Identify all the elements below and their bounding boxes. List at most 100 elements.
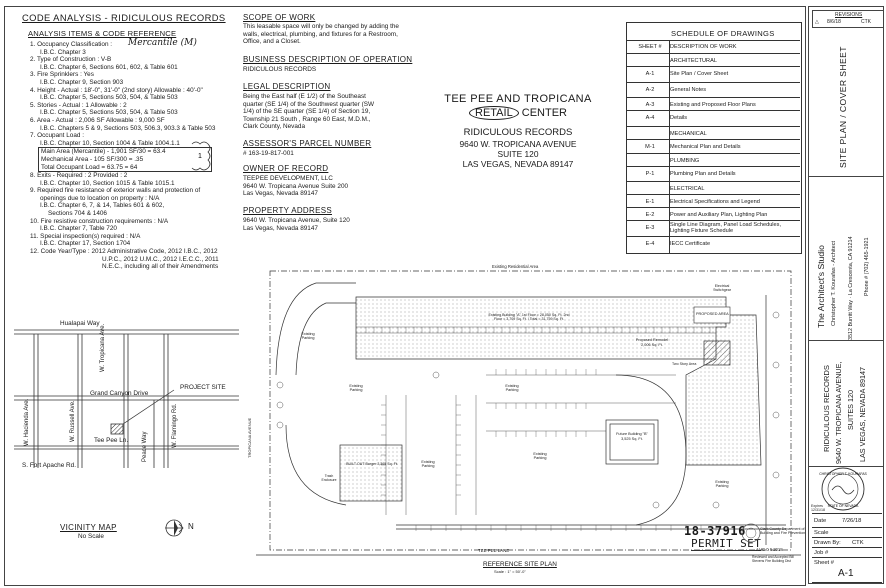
firm-name: The Architect's Studio [816,245,826,328]
date-stamp: AUG 0 6 2018 [756,547,783,552]
schedule-row-num: A-3 [645,102,655,108]
tb-date-value: 7/26/18 [842,518,862,524]
code-line: I.B.C. Chapter 5, Sections 503, 504, & T… [40,109,178,117]
label-building-b: Future Building "B" 3,525 Sq. Ft. [616,432,648,441]
schedule-col-desc: DESCRIPTION OF WORK [670,44,737,50]
schedule-row-num: E-4 [645,241,655,247]
scope-line: Office, and a Closet. [243,38,301,46]
svg-text:STATE OF NEVADA: STATE OF NEVADA [828,504,859,508]
street-flamingo: W. Flamingo Rd. [172,403,178,448]
schedule-row: E-1 Electrical Specifications and Legend [626,194,800,208]
code-line: 4. Height - Actual : 18'-0", 31'-0" (2nd… [30,86,203,94]
owner-line: 9640 W. Tropicana Avenue Suite 200 [243,182,349,190]
project-name-vertical: RIDICULOUS RECORDS [822,365,831,452]
schedule-row-num: P-1 [645,171,655,177]
project-title-line2: RETAIL CENTER [420,106,616,120]
legal-description-block: LEGAL DESCRIPTION Being the East half (E… [243,82,374,131]
street-hualapai: Hualapai Way [60,320,100,327]
north-arrow-icon [165,519,184,537]
code-line: 5. Stories - Actual : 1 Allowable : 2 [30,101,127,109]
schedule-row-desc: PLUMBING [670,158,700,164]
schedule-row-num: E-3 [645,225,655,231]
code-line: 9. Required fire resistance of exterior … [30,187,201,195]
label-parking-2: Existing Parking [505,384,519,393]
project-address2-vertical: SUITES 120 [846,390,855,430]
rev-triangle-icon: △ [815,19,819,25]
parcel-heading: ASSESSOR'S PARCEL NUMBER [243,139,372,148]
code-analysis-title: CODE ANALYSIS - RIDICULOUS RECORDS [22,12,226,23]
code-line: U.P.C., 2012 U.M.C., 2012 I.E.C.C., 2011 [102,255,219,263]
sheet-title-vertical: SITE PLAN / COVER SHEET [838,46,848,168]
tb-drawn-label: Drawn By: [814,540,841,546]
business-description-block: BUSINESS DESCRIPTION OF OPERATION RIDICU… [243,55,412,74]
project-site-label: PROJECT SITE [180,384,226,391]
schedule-row-desc: Power and Auxiliary Plan, Lighting Plan [670,212,768,218]
code-line: I.B.C. Chapter 10, Section 1004 & Table … [40,139,180,147]
site-plan-title: REFERENCE SITE PLAN [483,561,557,568]
schedule-row-desc: Electrical Specifications and Legend [670,199,760,205]
code-line: 7. Occupant Load : [30,132,85,140]
schedule-row-num: E-1 [645,199,655,205]
architect-name: Christopher T. Kourafas - Architect [831,240,837,326]
parcel-block: ASSESSOR'S PARCEL NUMBER # 163-19-817-00… [243,139,371,158]
property-heading: PROPERTY ADDRESS [243,206,332,215]
label-stair: Two Story Area [672,362,697,366]
code-analysis-lines: 1. Occupancy Classification : I.B.C. Cha… [30,41,232,271]
schedule-row-desc: Plumbing Plan and Details [670,171,736,177]
tenant-address3: LAS VEGAS, NEVADA 89147 [462,159,574,169]
label-proposed-area: PROPOSED AREA [696,312,729,316]
code-line: I.B.C. Chapter 5, Sections 503, 504, & T… [40,94,178,102]
label-trash: Electrical Switchgear [713,284,731,293]
label-parking-4: Existing Parking [533,452,547,461]
tb-divider [808,340,884,341]
legal-line: Being the East half (E 1/2) of the South… [243,93,366,100]
reference-site-plan [256,270,801,556]
code-line: 6. Area - Actual : 2,006 SF Allowable : … [30,116,165,124]
tb-drawn-value: CTK [852,540,864,546]
business-text: RIDICULOUS RECORDS [243,66,317,73]
tb-scale-label: Scale [814,530,829,536]
code-line: 10. Fire resistive construction requirem… [30,217,169,225]
schedule-row: ARCHITECTURAL [626,53,800,67]
schedule-row: P-1 Plumbing Plan and Details [626,166,800,180]
property-line: Las Vegas, Nevada 89147 [243,224,318,232]
schedule-row: E-2 Power and Auxiliary Plan, Lighting P… [626,207,800,221]
schedule-row: E-4 IECC Certificate [626,236,800,253]
schedule-row-desc: Details [670,115,688,121]
revision-cloud-icon: 1 [191,141,211,171]
firm-address: 3512 Burritt Way · La Crescenta, CA 9121… [848,236,854,340]
project-title-block: TEE PEE AND TROPICANA RETAIL CENTER RIDI… [420,93,616,169]
label-residential: Existing Residential Area [492,264,539,269]
code-line: Total Occupant Load = 63.75 = 64 [41,163,138,171]
label-enclosure: Trash Enclosure [321,474,337,482]
schedule-row-desc: Single Line Diagram, Panel Load Schedule… [670,222,782,235]
seal-expires: Expires 12/31/18 [811,504,825,513]
rev-by: CTK [861,19,871,25]
property-address-block: PROPERTY ADDRESS 9640 W. Tropicana Avenu… [243,206,350,232]
code-line: I.B.C. Chapters 5 & 9, Sections 503, 506… [40,124,216,132]
schedule-row-desc: ELECTRICAL [670,186,705,192]
schedule-row: A-2 General Notes [626,82,800,96]
legal-line: Township 21 South , Range 60 East, M.D.M… [243,115,371,123]
schedule-row-desc: Existing and Proposed Floor Plans [670,102,756,108]
tb-date-label: Date [814,518,827,524]
tb-drawn-row: Drawn By: CTK [812,537,882,548]
owner-block: OWNER OF RECORD TEEPEE DEVELOPMENT, LLC … [243,164,348,198]
label-parking-5: Existing Parking [421,460,435,469]
street-fort-apache: S. Fort Apache Rd. [22,462,76,469]
schedule-row-num: E-2 [645,212,655,218]
center-word: CENTER [521,107,567,119]
code-line: I.B.C. Chapter 9, Section 903 [40,78,124,86]
tb-job-label: Job # [814,550,829,556]
rev-date: 8/6/18 [827,19,841,25]
schedule-table: SCHEDULE OF DRAWINGS [626,22,802,254]
project-title-line1: TEE PEE AND TROPICANA [444,93,592,105]
schedule-title: SCHEDULE OF DRAWINGS [671,29,775,38]
permit-number-stamp: 18-37916 [684,524,746,538]
code-line: I.B.C. Chapter 3 [40,48,86,56]
code-analysis-subtitle: ANALYSIS ITEMS & CODE REFERENCE [28,29,177,38]
schedule-row-desc: ARCHITECTURAL [670,58,717,64]
schedule-row-num: A-2 [645,87,655,93]
street-peace: Peace Way [142,431,148,462]
